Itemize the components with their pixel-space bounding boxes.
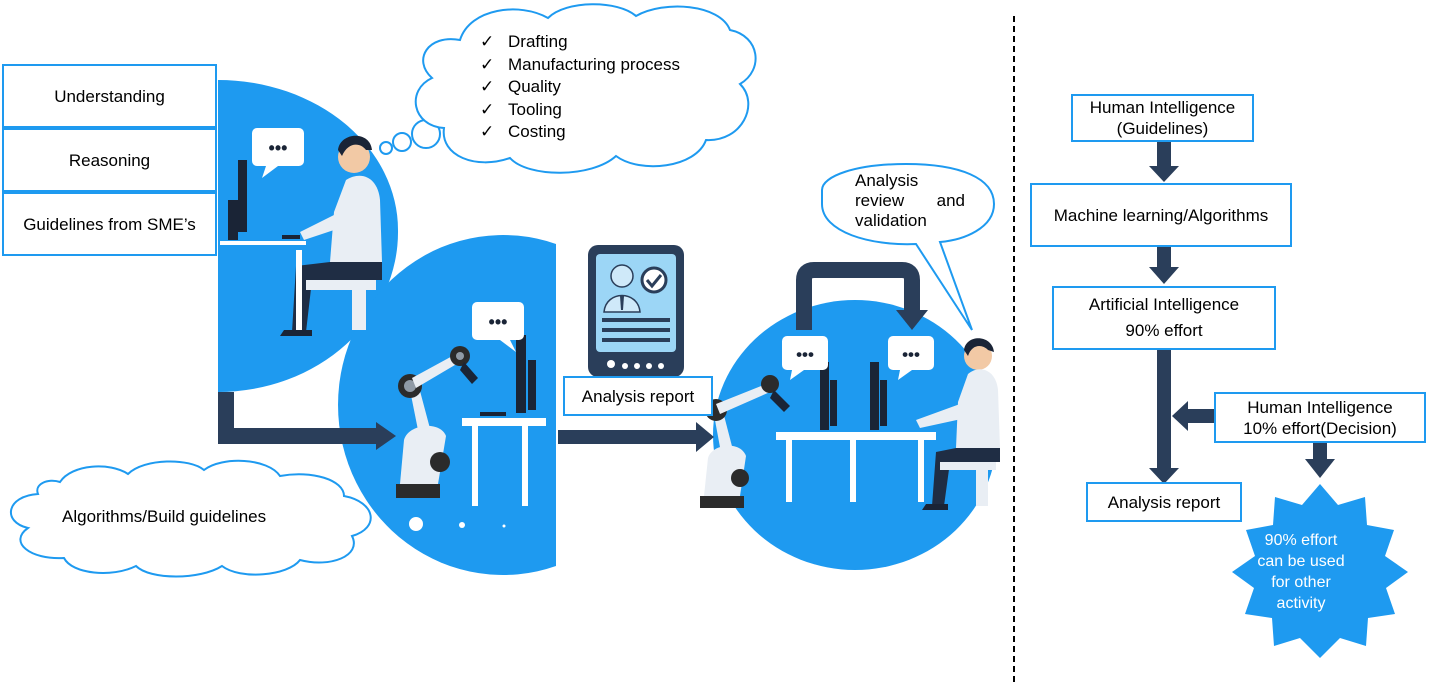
thought-bubble-small	[379, 141, 393, 155]
check-icon: ✓	[480, 32, 495, 51]
report-tablet-icon	[588, 245, 684, 377]
ai-box: Artificial Intelligence 90% effort	[1052, 286, 1276, 350]
dot-small	[502, 524, 506, 528]
human-guidelines-line2: (Guidelines)	[1116, 119, 1209, 138]
understanding-label: Understanding	[54, 86, 165, 106]
guidelines-label: Guidelines from SME’s	[23, 214, 196, 234]
thought-bubble-medium	[392, 132, 412, 152]
dot-large	[407, 515, 425, 533]
chat-dots-icon: •••	[796, 345, 814, 364]
report-box: Analysis report	[1086, 482, 1242, 522]
loop-arrow	[796, 262, 928, 330]
check-icon: ✓	[480, 99, 495, 119]
human-decision-line1: Human Intelligence	[1247, 397, 1393, 417]
human-guidelines-line1: Human Intelligence	[1089, 98, 1236, 117]
analysis-report-label-box: Analysis report	[563, 376, 713, 416]
robot-and-person-icon: ••• •••	[700, 336, 1000, 510]
ai-line2: 90% effort	[1125, 321, 1203, 340]
flow-arrows	[1149, 142, 1335, 484]
check-icon: ✓	[480, 122, 495, 141]
validation-speech-bubble	[821, 162, 996, 331]
arrow-to-validation	[558, 422, 714, 452]
person-at-desk-icon: •••	[220, 128, 382, 336]
algorithm-cloud-label: Algorithms/Build guidelines	[62, 507, 267, 526]
human-decision-box: Human Intelligence 10% effort(Decision)	[1214, 392, 1426, 443]
ml-label: Machine learning/Algorithms	[1053, 205, 1269, 225]
starburst-badge	[1232, 484, 1408, 658]
checklist-item: ✓Drafting	[480, 31, 680, 54]
ml-box: Machine learning/Algorithms	[1030, 183, 1292, 247]
chat-dots-icon: •••	[269, 138, 288, 158]
checklist-item: ✓Tooling	[480, 99, 680, 122]
thought-cloud	[414, 3, 757, 174]
reasoning-label: Reasoning	[68, 150, 151, 170]
reasoning-box: Reasoning	[2, 128, 217, 192]
understanding-box: Understanding	[2, 64, 217, 128]
chat-dots-icon: •••	[902, 345, 920, 364]
algorithm-cloud	[10, 459, 372, 578]
check-icon: ✓	[480, 77, 495, 96]
guidelines-box: Guidelines from SME’s	[2, 192, 217, 256]
arrow-to-robot	[218, 392, 396, 450]
human-guidelines-box: Human Intelligence (Guidelines)	[1071, 94, 1254, 142]
robot-arm-icon: •••	[396, 302, 546, 506]
starburst-text: 90% effort can be used for other activit…	[1257, 532, 1345, 612]
checklist-item: ✓Manufacturing process	[480, 54, 680, 77]
dot-medium	[459, 522, 465, 528]
checklist-item: ✓Costing	[480, 121, 680, 144]
analysis-report-label: Analysis report	[581, 386, 695, 406]
thought-checklist: ✓Drafting ✓Manufacturing process ✓Qualit…	[480, 31, 680, 144]
chat-dots-icon: •••	[489, 312, 508, 332]
report-label: Analysis report	[1107, 492, 1221, 512]
checklist-item: ✓Quality	[480, 76, 680, 99]
check-icon: ✓	[480, 54, 495, 74]
ai-line1: Artificial Intelligence	[1088, 295, 1240, 314]
human-decision-line2: 10% effort(Decision)	[1243, 418, 1397, 438]
